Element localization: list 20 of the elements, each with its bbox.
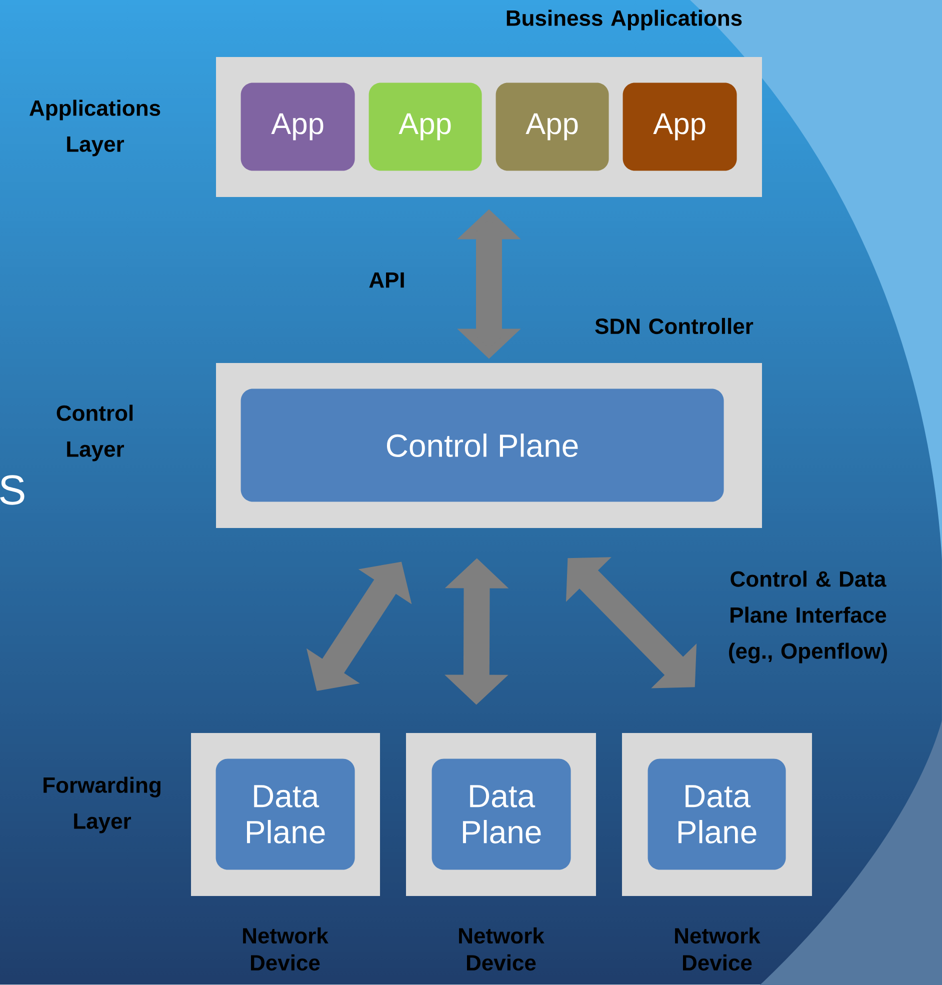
app-box: App <box>622 82 737 171</box>
node-label: Network Device <box>675 927 760 971</box>
layer-label: Control Layer <box>56 404 133 462</box>
app-box: App <box>496 82 609 171</box>
node-label: Network Device <box>243 927 328 971</box>
title-fragment: S <box>0 475 24 505</box>
double-arrow <box>566 557 697 688</box>
node-label: Network Device <box>459 927 544 971</box>
plane-box: Data Plane <box>648 758 786 870</box>
plane-box: Data Plane <box>432 758 571 870</box>
node-label: Business Applications <box>506 10 742 30</box>
layer-label: Forwarding Layer <box>44 776 160 834</box>
layer-label: Applications Layer <box>30 100 160 156</box>
app-box: App <box>368 82 482 171</box>
layer-label: Control & Data Plane Interface (eg., Openflow) <box>729 570 887 664</box>
node-label: SDN Controller <box>595 318 754 334</box>
plane-box: Data Plane <box>216 758 355 870</box>
plane-box: Control Plane <box>240 388 724 502</box>
edge-label: API <box>369 272 404 288</box>
app-box: App <box>240 82 355 171</box>
